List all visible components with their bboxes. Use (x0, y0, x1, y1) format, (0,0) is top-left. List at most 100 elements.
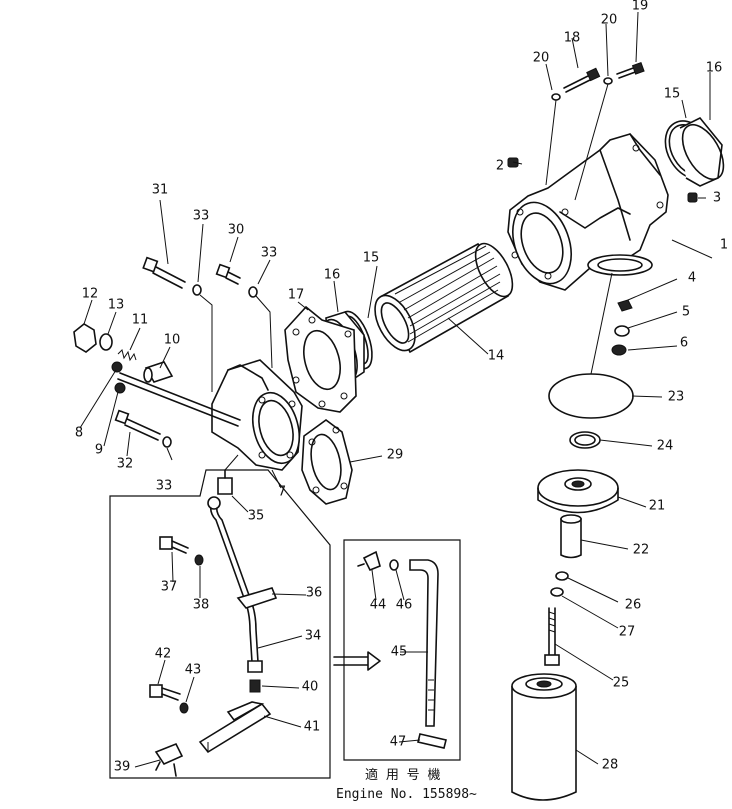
valve-10 (143, 361, 174, 383)
bracket-41 (198, 701, 272, 754)
cap-12 (73, 323, 97, 353)
tube-22 (560, 514, 582, 559)
applicability-label: 適 用 号 機 (365, 767, 440, 783)
callout-7: 7 (278, 485, 286, 500)
nut-4 (617, 299, 633, 312)
washer-33c (162, 436, 172, 448)
callout-47: 47 (390, 735, 407, 750)
callout-12: 12 (82, 287, 99, 302)
callout-35: 35 (248, 509, 265, 524)
callout-29: 29 (387, 448, 404, 463)
plug-3 (687, 192, 698, 203)
callout-41: 41 (304, 720, 321, 735)
bolt-30 (215, 263, 241, 285)
callout-16b: 16 (706, 61, 723, 76)
washer-46 (389, 559, 399, 571)
sub-assembly-frame (109, 469, 331, 779)
callout-33a: 33 (193, 209, 210, 224)
callout-38: 38 (193, 598, 210, 613)
filter-cartridge-28 (511, 673, 577, 801)
callout-10: 10 (164, 333, 181, 348)
callout-5: 5 (682, 305, 690, 320)
variant-frame (343, 539, 461, 761)
bolt-37 (159, 536, 189, 554)
callout-16a: 16 (324, 268, 341, 283)
washer-5 (614, 325, 630, 337)
callout-15a: 15 (363, 251, 380, 266)
callout-21: 21 (649, 499, 666, 514)
callout-27: 27 (619, 625, 636, 640)
callout-22: 22 (633, 543, 650, 558)
callout-1: 1 (720, 238, 728, 253)
arrow-icon (333, 651, 381, 671)
callout-43: 43 (185, 663, 202, 678)
end-cover-upper (679, 116, 725, 187)
washer-38 (194, 554, 204, 566)
callout-30: 30 (228, 223, 245, 238)
spring-11 (117, 349, 137, 362)
callout-36: 36 (306, 586, 323, 601)
callout-25: 25 (613, 676, 630, 691)
hose-45 (409, 559, 439, 727)
clamp-47 (417, 733, 447, 749)
valve-39 (154, 742, 184, 777)
washer-33b (248, 286, 258, 298)
callout-39: 39 (114, 760, 131, 775)
washer-27 (550, 587, 564, 597)
callout-40: 40 (302, 680, 319, 695)
washer-20a (551, 93, 561, 101)
o-ring-23 (548, 373, 634, 419)
filter-housing (507, 133, 669, 291)
gasket-29 (301, 419, 353, 505)
callout-45: 45 (391, 645, 408, 660)
callout-23: 23 (668, 390, 685, 405)
plug-9 (114, 382, 126, 394)
callout-33c: 33 (156, 479, 173, 494)
bolt-18 (563, 67, 601, 93)
plate-21 (537, 469, 619, 514)
filter-element-14 (374, 242, 514, 354)
washer-26 (555, 571, 569, 581)
fitting-44 (357, 550, 381, 572)
long-stud (117, 372, 241, 427)
bolt-32 (114, 409, 161, 441)
callout-13: 13 (108, 298, 125, 313)
bolt-31 (142, 256, 186, 289)
callout-15b: 15 (664, 87, 681, 102)
callout-6: 6 (680, 336, 688, 351)
bolt-42 (149, 684, 181, 701)
callout-2: 2 (496, 159, 504, 174)
bolt-19 (616, 61, 645, 79)
callout-33b: 33 (261, 246, 278, 261)
callout-17: 17 (288, 288, 305, 303)
callout-20b: 20 (601, 13, 618, 28)
callout-46: 46 (396, 598, 413, 613)
fitting-35 (217, 469, 233, 495)
plug-8 (111, 361, 123, 373)
nut-40 (247, 660, 263, 693)
washer-43 (179, 702, 189, 714)
engine-number-label: Engine No. 155898~ (336, 787, 477, 802)
gasket-17 (284, 305, 357, 413)
nut-6 (611, 344, 627, 356)
callout-34: 34 (305, 629, 322, 644)
callout-9: 9 (95, 443, 103, 458)
callout-4: 4 (688, 271, 696, 286)
callout-32: 32 (117, 457, 134, 472)
callout-14: 14 (488, 349, 505, 364)
callout-28: 28 (602, 758, 619, 773)
flange-body-7 (211, 359, 303, 471)
callout-44: 44 (370, 598, 387, 613)
callout-19: 19 (632, 0, 649, 14)
callout-42: 42 (155, 647, 172, 662)
callout-31: 31 (152, 183, 169, 198)
washer-33a (192, 284, 202, 296)
callout-24: 24 (657, 439, 674, 454)
callout-3: 3 (713, 191, 721, 206)
callout-8: 8 (75, 426, 83, 441)
washer-20b (603, 77, 613, 85)
callout-20a: 20 (533, 51, 550, 66)
callout-11: 11 (132, 313, 149, 328)
washer-13 (99, 333, 113, 351)
